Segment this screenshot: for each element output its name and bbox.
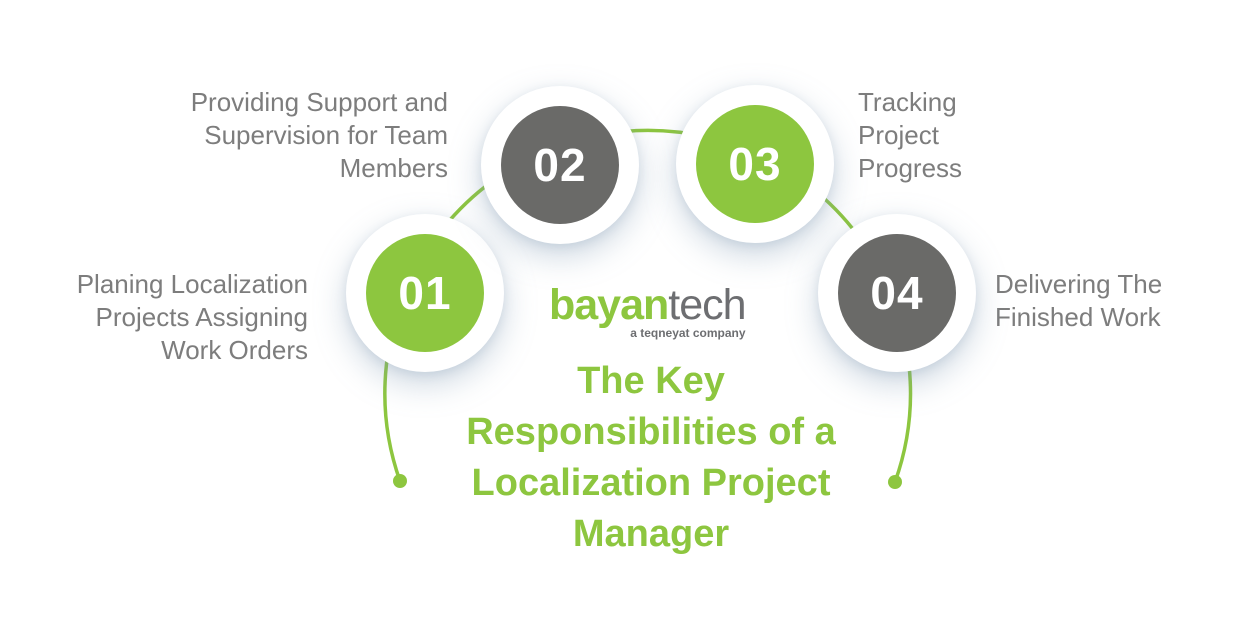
bayantech-logo: bayantech a teqneyat company xyxy=(549,281,747,340)
main-title: The Key Responsibilities of a Localizati… xyxy=(361,356,941,560)
logo-text-bayan: bayan xyxy=(549,281,669,329)
title-line-2: Responsibilities of a xyxy=(466,411,836,453)
step-1-circle: 01 xyxy=(346,214,504,372)
step-3-circle: 03 xyxy=(676,85,834,243)
step-3-label: Tracking Project Progress xyxy=(858,87,963,183)
arc-end-dot-left xyxy=(393,474,407,488)
step-4-circle: 04 xyxy=(818,214,976,372)
step-3-number: 03 xyxy=(728,138,782,190)
step-2-number: 02 xyxy=(533,139,587,191)
arc-end-dot-right xyxy=(888,475,902,489)
step-2-circle: 02 xyxy=(481,86,639,244)
title-line-1: The Key xyxy=(577,360,725,402)
logo-text-tech: tech xyxy=(668,281,746,329)
step-4-label: Delivering The Finished Work xyxy=(995,269,1163,332)
step-4-number-badge: 04 xyxy=(838,234,956,352)
step-2-number-badge: 02 xyxy=(501,106,619,224)
logo-wordmark: bayantech xyxy=(549,281,747,329)
step-4-number: 04 xyxy=(870,267,924,319)
title-line-3: Localization Project xyxy=(471,462,831,504)
logo-tagline: a teqneyat company xyxy=(630,326,746,340)
step-2-label: Providing Support and Supervision for Te… xyxy=(190,87,448,183)
step-1-number-badge: 01 xyxy=(366,234,484,352)
step-1-number: 01 xyxy=(398,267,452,319)
step-3-number-badge: 03 xyxy=(696,105,814,223)
step-1-label: Planing Localization Projects Assigning … xyxy=(76,269,308,365)
title-line-4: Manager xyxy=(572,513,730,555)
